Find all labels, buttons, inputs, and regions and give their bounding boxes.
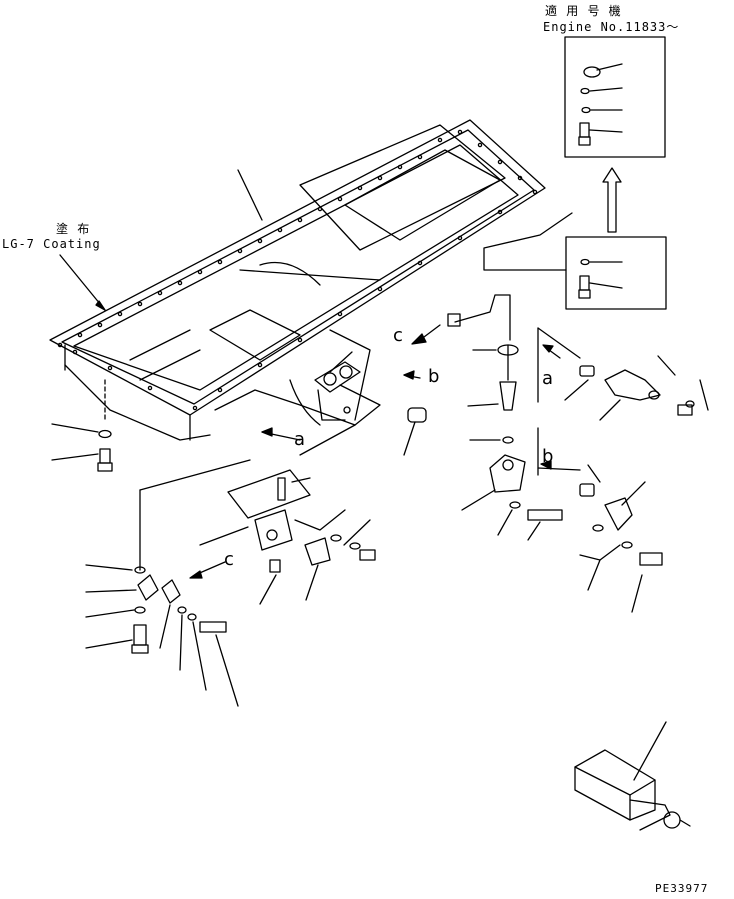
- applicability-box-new: [565, 37, 665, 157]
- ref-group-a-right: [538, 328, 708, 420]
- coating-arrowhead: [96, 301, 105, 310]
- dipstick-tool: [575, 722, 690, 830]
- ref-letter-b-right: b: [542, 446, 554, 467]
- ref-group-c-lower: [190, 470, 375, 604]
- ref-letter-c-lower: c: [224, 549, 234, 570]
- ref-letter-a-right: a: [542, 368, 554, 389]
- applicability-serial: Engine No.11833～: [543, 20, 680, 34]
- ref-box-a-pan: [215, 390, 355, 455]
- oil-pan-leader: [238, 170, 262, 220]
- coating-leader: [60, 255, 105, 310]
- drain-plug-group: [52, 380, 112, 471]
- ref-letter-b-upper: b: [428, 366, 440, 387]
- drawing-code: PE33977: [655, 882, 709, 895]
- coating-text: LG-7 Coating: [2, 237, 101, 251]
- bracket-group: [315, 352, 426, 455]
- applicability-box-old: [484, 213, 666, 309]
- ref-group-b-right: [462, 428, 662, 612]
- applicability-heading: 適 用 号 機: [545, 4, 622, 18]
- left-fittings: [86, 460, 250, 706]
- oil-pan: [50, 120, 545, 440]
- pipe-upper: [412, 295, 518, 443]
- coating-heading: 塗 布: [56, 222, 91, 236]
- ref-letter-c-upper: c: [393, 325, 403, 346]
- applicability-arrow: [603, 168, 621, 232]
